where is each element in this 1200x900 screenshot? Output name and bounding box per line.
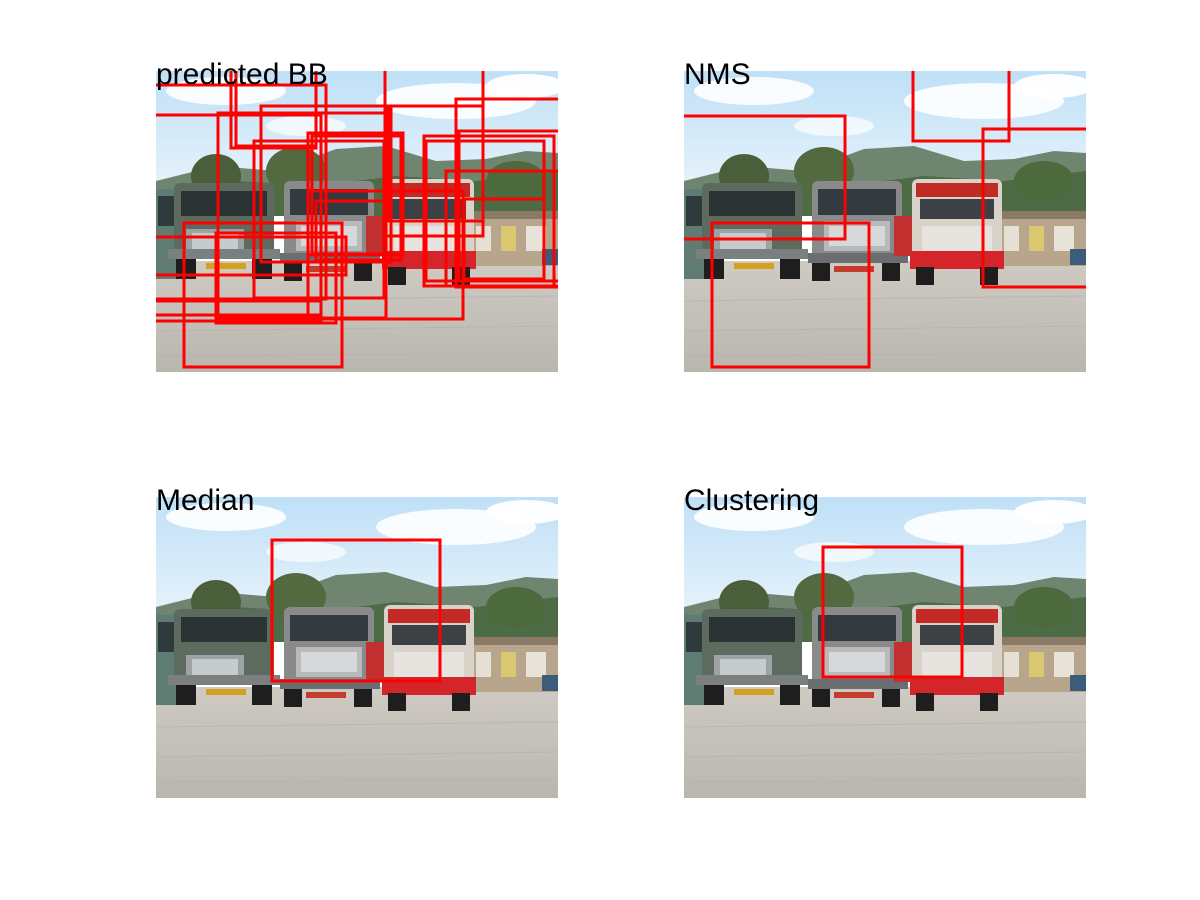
- bounding-box: [462, 197, 546, 281]
- predicted-bb-image: [156, 71, 558, 372]
- bounding-box: [424, 139, 546, 283]
- panel-title-clustering: Clustering: [684, 484, 820, 517]
- nms-image: [684, 71, 1086, 372]
- median-boxes-overlay: [270, 538, 442, 683]
- clustering-image: [684, 497, 1086, 798]
- bounding-box: [684, 114, 847, 241]
- bounding-box: [457, 129, 558, 283]
- bounding-box: [444, 169, 558, 288]
- panel-title-median: Median: [156, 484, 255, 517]
- bounding-box: [710, 221, 871, 369]
- bounding-box: [216, 111, 388, 320]
- bounding-box: [306, 189, 465, 321]
- bounding-box: [182, 221, 344, 369]
- predicted-boxes-overlay: [156, 71, 558, 369]
- bounding-box: [314, 199, 388, 263]
- bounding-box: [156, 235, 348, 277]
- bounding-box: [156, 299, 323, 323]
- bounding-box: [156, 83, 328, 301]
- median-image: [156, 497, 558, 798]
- bounding-box: [383, 71, 485, 238]
- bounding-box: [270, 538, 442, 683]
- panel-title-predicted-bb: predicted BB: [156, 58, 328, 91]
- bounding-box: [422, 134, 556, 288]
- bounding-box: [214, 231, 338, 325]
- panel-title-nms: NMS: [684, 58, 751, 91]
- clustering-boxes-overlay: [821, 545, 964, 679]
- nms-boxes-overlay: [684, 71, 1086, 369]
- bounding-box: [981, 127, 1086, 289]
- bounding-box: [911, 71, 1011, 143]
- bounding-box: [821, 545, 964, 679]
